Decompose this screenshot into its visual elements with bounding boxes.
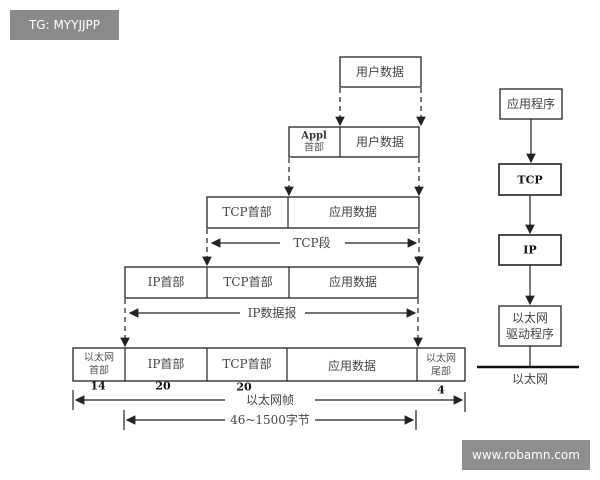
user-data-label: 用户数据	[356, 64, 404, 79]
tcp-header-label: TCP首部	[223, 274, 272, 289]
row-ethernet-frame: 以太网 首部 IP首部 TCP首部 应用数据 以太网 尾部	[72, 347, 466, 382]
user-data-label: 用户数据	[356, 134, 404, 149]
row-ip-datagram: IP首部 TCP首部 应用数据	[124, 266, 419, 299]
ip-header-label: IP首部	[148, 356, 185, 371]
app-data-label: 应用数据	[329, 204, 377, 219]
stack-tcp-label: TCP	[517, 174, 542, 187]
tcp-header-label: TCP首部	[222, 204, 271, 219]
tcp-header-label: TCP首部	[222, 356, 271, 371]
app-data-label: 应用数据	[329, 274, 377, 289]
ip-header-label: IP首部	[148, 274, 185, 289]
size-label: 4	[437, 384, 445, 397]
eth-trailer-label: 以太网	[426, 352, 456, 365]
row-appl: Appl 首部 用户数据	[288, 126, 420, 158]
protocol-stack: 应用程序 TCP IP 以太网 驱动程序 以太网	[477, 88, 579, 386]
stack-network-label: 以太网	[512, 371, 548, 386]
stack-driver-label: 驱动程序	[506, 326, 554, 341]
size-label: 14	[90, 380, 106, 393]
size-label: 20	[155, 380, 171, 393]
eth-header-label: 首部	[89, 364, 109, 377]
appl-label: Appl	[300, 131, 327, 142]
tag-label: TG: MYYJJPP	[10, 10, 119, 40]
app-data-label: 应用数据	[328, 358, 376, 373]
ethernet-frame-span: 以太网帧	[246, 392, 294, 407]
row-user-data: 用户数据	[339, 56, 422, 88]
eth-trailer-label: 尾部	[431, 365, 451, 378]
appl-header-label: 首部	[304, 141, 324, 154]
stack-ip-label: IP	[523, 244, 536, 257]
watermark: www.robamn.com	[462, 440, 590, 470]
payload-size-span: 46~1500字节	[230, 412, 310, 427]
tcp-segment-span: TCP段	[293, 235, 330, 250]
stack-driver-label: 以太网	[512, 310, 548, 325]
ip-datagram-span: IP数据报	[248, 305, 297, 320]
stack-app-label: 应用程序	[507, 96, 555, 111]
size-label: 20	[236, 381, 252, 394]
row-tcp-segment: TCP首部 应用数据	[206, 196, 420, 229]
eth-header-label: 以太网	[84, 351, 114, 364]
